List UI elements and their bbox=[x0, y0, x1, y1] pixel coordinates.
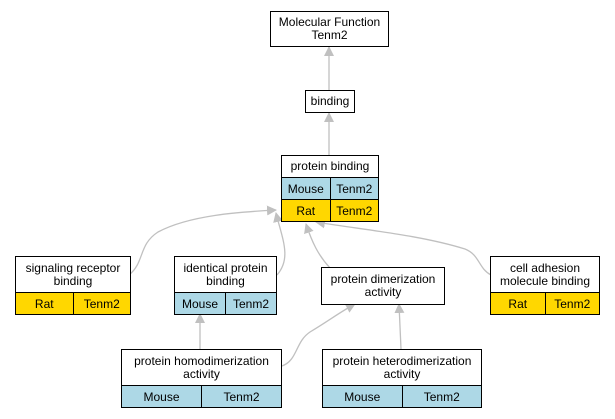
species-row-mouse: Mouse Tenm2 bbox=[122, 385, 281, 407]
node-title-line: binding bbox=[53, 273, 93, 288]
node-protein-homodimerization-activity[interactable]: protein homodimerization activity Mouse … bbox=[121, 349, 282, 408]
node-molecular-function[interactable]: Molecular Function Tenm2 bbox=[270, 11, 389, 47]
node-protein-dimerization-activity[interactable]: protein dimerization activity bbox=[321, 267, 445, 305]
gene-cell: Tenm2 bbox=[544, 293, 600, 314]
gene-cell: Tenm2 bbox=[201, 386, 281, 407]
gene-cell: Tenm2 bbox=[401, 386, 482, 407]
gene-cell: Tenm2 bbox=[329, 200, 379, 221]
node-title-line: activity bbox=[383, 366, 421, 381]
node-signaling-receptor-binding[interactable]: signaling receptor binding Rat Tenm2 bbox=[15, 256, 131, 315]
species-cell: Mouse bbox=[287, 181, 324, 196]
gene-cell: Tenm2 bbox=[329, 178, 379, 199]
species-cell: Mouse bbox=[143, 389, 180, 404]
gene-cell: Tenm2 bbox=[225, 293, 276, 314]
species-cell: Rat bbox=[34, 296, 54, 311]
node-cell-adhesion-molecule-binding[interactable]: cell adhesion molecule binding Rat Tenm2 bbox=[490, 256, 600, 315]
node-identical-protein-binding[interactable]: identical protein binding Mouse Tenm2 bbox=[174, 256, 277, 315]
node-title-line: activity bbox=[364, 285, 402, 299]
species-row-rat: Rat Tenm2 bbox=[491, 292, 599, 314]
species-row-rat: Rat Tenm2 bbox=[282, 199, 378, 221]
species-row-mouse: Mouse Tenm2 bbox=[175, 292, 276, 314]
species-cell: Mouse bbox=[181, 296, 219, 311]
species-row-rat: Rat Tenm2 bbox=[16, 292, 130, 314]
species-cell: Rat bbox=[296, 203, 316, 218]
edge-heterodimer-to-dimerization bbox=[394, 303, 405, 350]
node-title-line: Molecular Function bbox=[278, 15, 381, 29]
node-protein-heterodimerization-activity[interactable]: protein heterodimerization activity Mous… bbox=[322, 349, 482, 408]
node-title-line: activity bbox=[183, 366, 220, 381]
node-title-line: protein dimerization bbox=[330, 272, 436, 286]
species-cell: Rat bbox=[508, 296, 528, 311]
species-cell: Mouse bbox=[344, 389, 381, 404]
species-row-mouse: Mouse Tenm2 bbox=[282, 177, 378, 199]
node-title-line: protein binding bbox=[290, 159, 370, 173]
species-row-mouse: Mouse Tenm2 bbox=[323, 385, 481, 407]
edge-dimerization-to-protein-binding bbox=[304, 223, 331, 269]
node-title-line: cell adhesion bbox=[509, 260, 581, 275]
edge-identical-to-protein-binding bbox=[273, 212, 286, 276]
node-title-line: signaling receptor bbox=[25, 260, 121, 275]
node-protein-binding[interactable]: protein binding Mouse Tenm2 Rat Tenm2 bbox=[281, 155, 379, 222]
node-title-line: identical protein bbox=[183, 260, 268, 275]
node-title-line: protein homodimerization bbox=[134, 353, 269, 368]
node-binding[interactable]: binding bbox=[305, 90, 355, 113]
node-title-line: molecule binding bbox=[499, 273, 591, 288]
node-title-line: Tenm2 bbox=[311, 28, 348, 42]
node-title-line: protein heterodimerization bbox=[332, 353, 472, 368]
node-title-line: binding bbox=[206, 273, 245, 288]
gene-cell: Tenm2 bbox=[72, 293, 131, 314]
node-title-line: binding bbox=[310, 94, 350, 108]
